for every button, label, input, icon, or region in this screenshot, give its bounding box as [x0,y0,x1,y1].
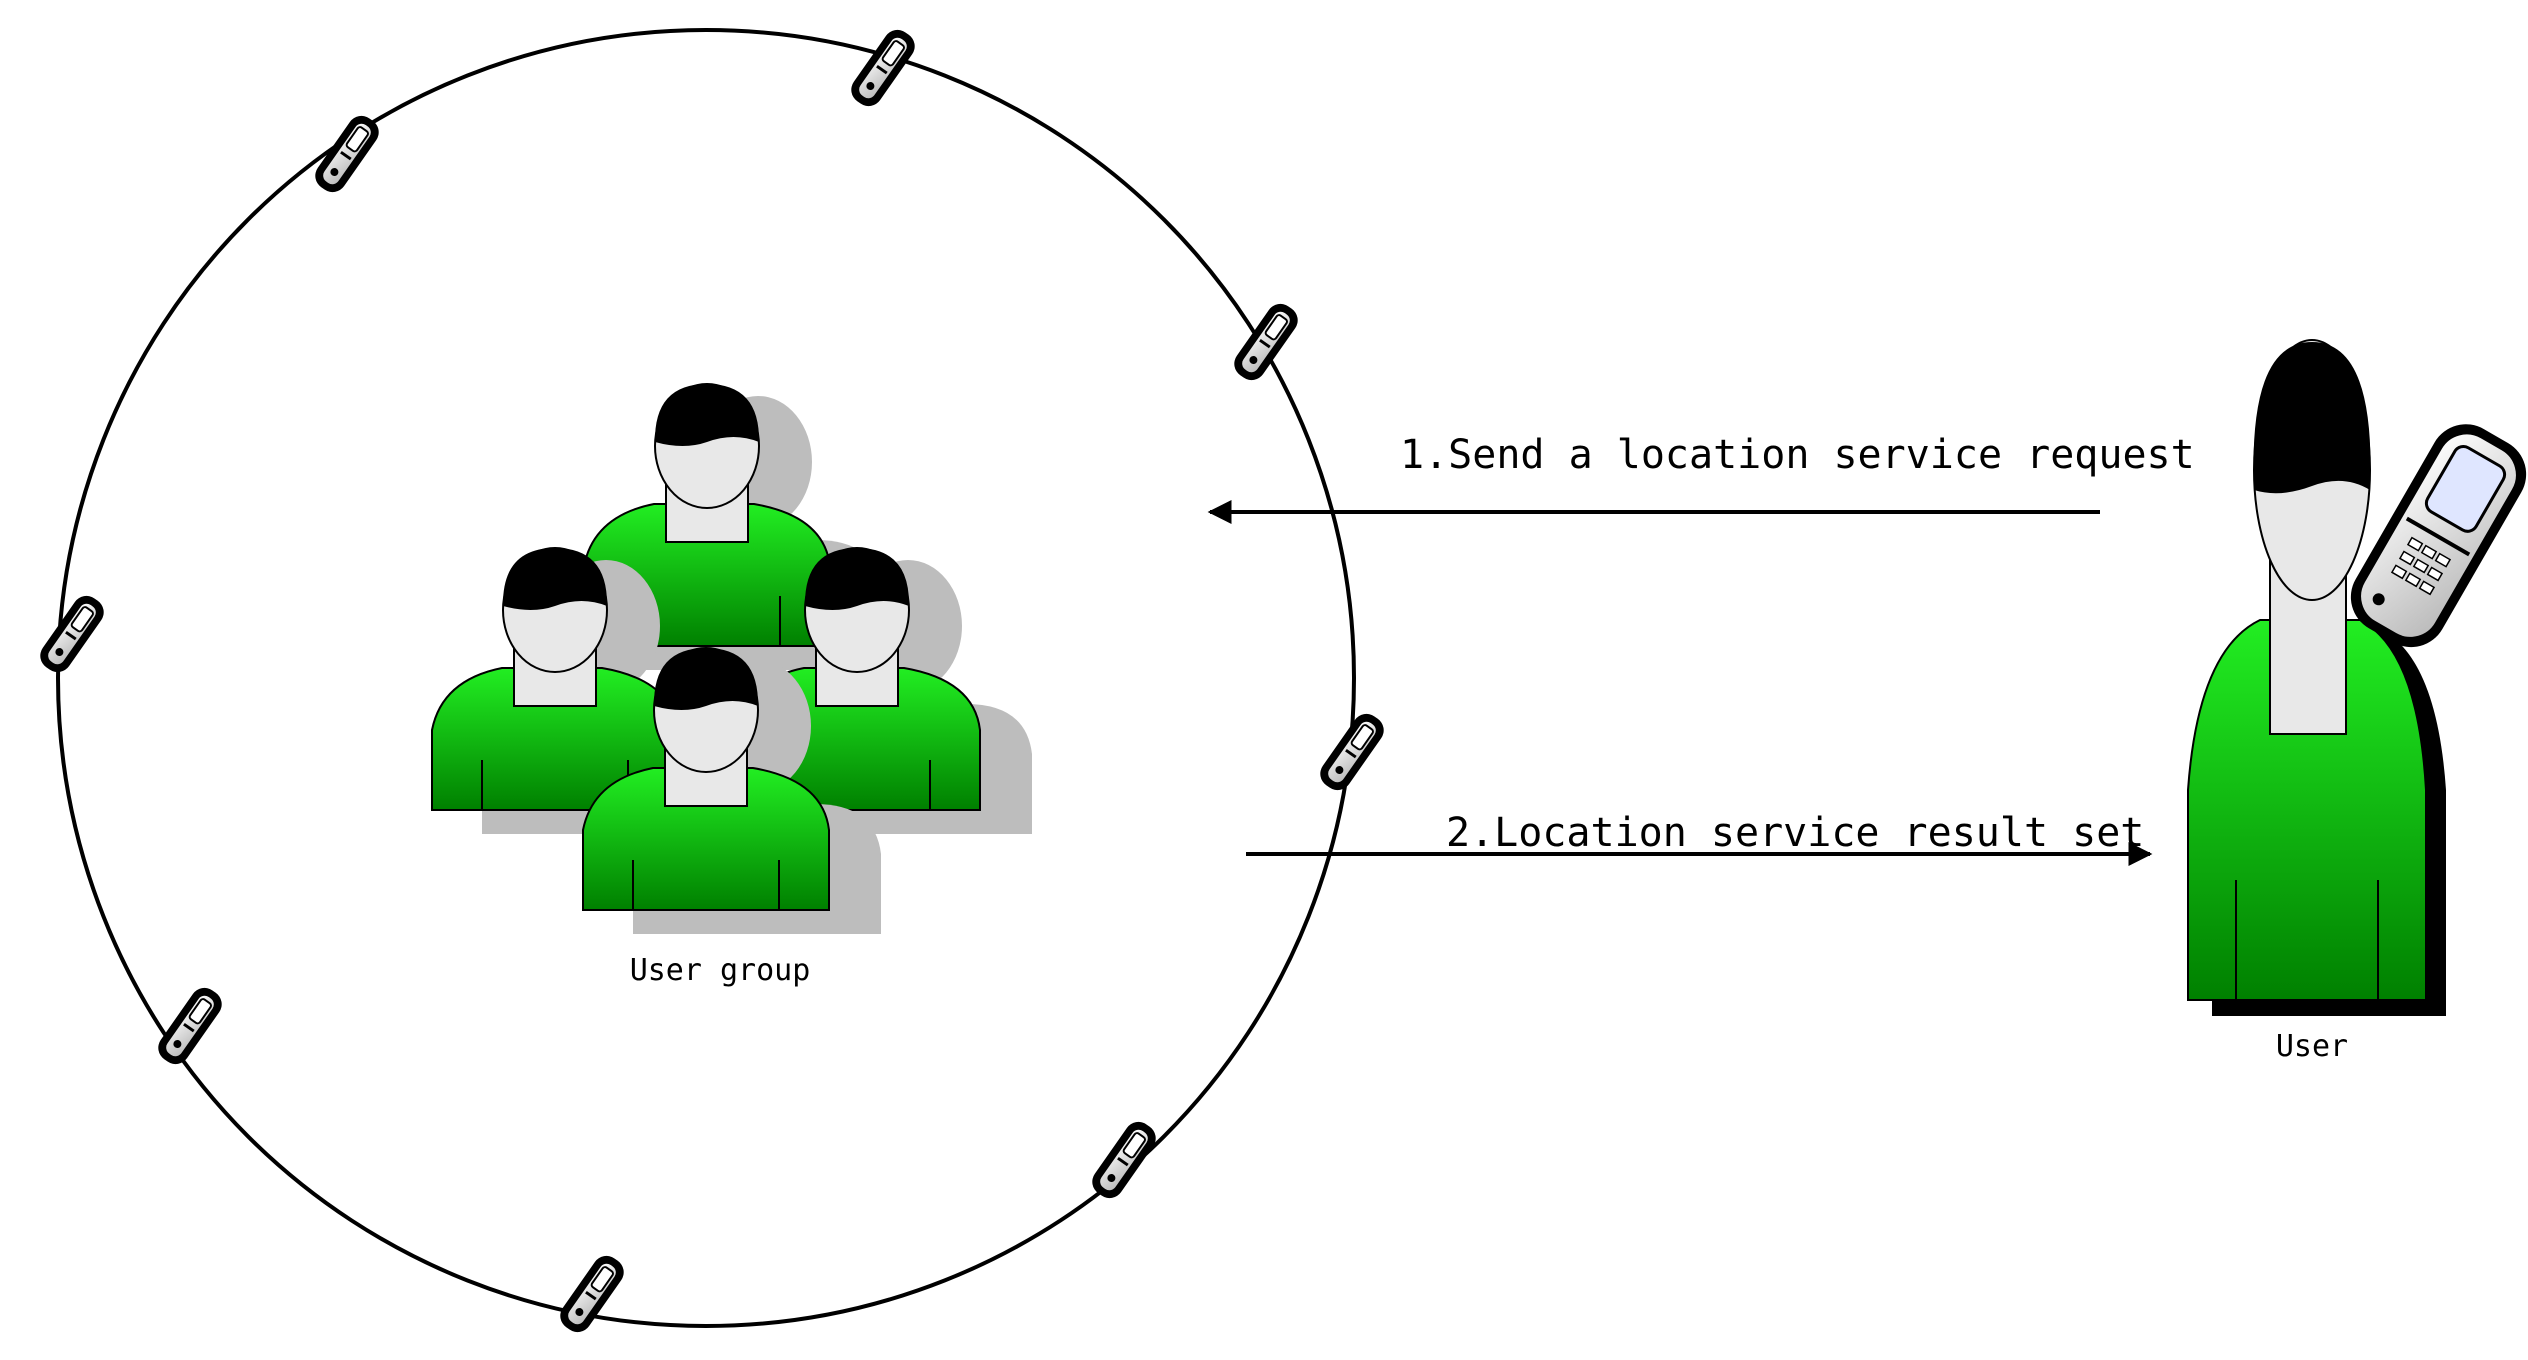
user-label: User [2276,1029,2348,1064]
user-group-label: User group [630,953,811,988]
mobile-phone-icon [151,980,229,1072]
mobile-phone-icon [553,1248,631,1340]
request-arrow-label: 1.Send a location service request [1400,432,2195,478]
mobile-phone-icon [33,588,111,680]
single-user [2187,339,2527,1016]
user-group [431,383,1033,935]
result-arrow-label: 2.Location service result set [1446,810,2144,856]
mobile-phone-icon [308,108,386,200]
mobile-phone-icon [844,22,922,114]
user-group-boundary [56,28,1356,1328]
mobile-phone-icon [2350,424,2527,648]
mobile-phone-icon [1085,1114,1163,1206]
